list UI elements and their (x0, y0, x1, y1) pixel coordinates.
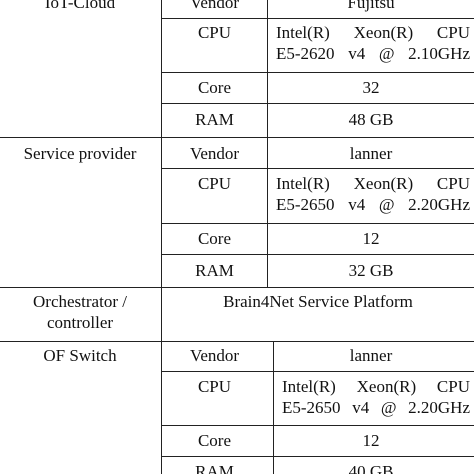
group-name-orchestrator: Orchestrator / controller (33, 292, 127, 332)
table-border (161, 371, 474, 372)
cpu-value: Intel(R) Xeon(R) CPU E5-2650 v4 @ 2.20GH… (276, 174, 470, 214)
core-label: Core (197, 78, 232, 97)
ram-value: 32 GB (348, 261, 394, 280)
table-border (0, 341, 474, 342)
table-border (161, 254, 474, 255)
table-border (273, 341, 274, 474)
group-name-of-switch: OF Switch (43, 346, 117, 365)
platform-value: Brain4Net Service Platform (223, 292, 413, 311)
ram-label: RAM (195, 261, 234, 280)
vendor-label: Vendor (189, 144, 240, 163)
cpu-value: Intel(R) Xeon(R) CPU E5-2620 v4 @ 2.10GH… (276, 23, 470, 63)
vendor-label: Vendor (189, 346, 240, 365)
group-name-iot-cloud: IoT-Cloud (44, 0, 116, 12)
table-border (161, 103, 474, 104)
cpu-label: CPU (197, 174, 232, 193)
table-border (161, 72, 474, 73)
core-label: Core (197, 229, 232, 248)
ram-label: RAM (195, 462, 234, 474)
vendor-value: Fujitsu (347, 0, 395, 12)
ram-value: 40 GB (348, 462, 394, 474)
core-label: Core (197, 431, 232, 450)
vendor-value: lanner (349, 346, 393, 365)
cpu-label: CPU (197, 23, 232, 42)
group-name-service-provider: Service provider (23, 144, 137, 163)
ram-value: 48 GB (348, 110, 394, 129)
vendor-value: lanner (349, 144, 393, 163)
cpu-value: Intel(R) Xeon(R) CPU E5-2650 v4 @ 2.20GH… (282, 377, 470, 417)
table-border (161, 18, 474, 19)
table-border (161, 0, 162, 474)
table-border (0, 137, 474, 138)
table-border (161, 168, 474, 169)
table-border (161, 223, 474, 224)
core-value: 12 (362, 229, 380, 248)
table-border (161, 425, 474, 426)
table-border (267, 0, 268, 287)
table-border (0, 287, 474, 288)
vendor-label: Vendor (189, 0, 240, 12)
ram-label: RAM (195, 110, 234, 129)
cpu-label: CPU (197, 377, 232, 396)
table-border (161, 456, 474, 457)
core-value: 32 (362, 78, 380, 97)
core-value: 12 (362, 431, 380, 450)
